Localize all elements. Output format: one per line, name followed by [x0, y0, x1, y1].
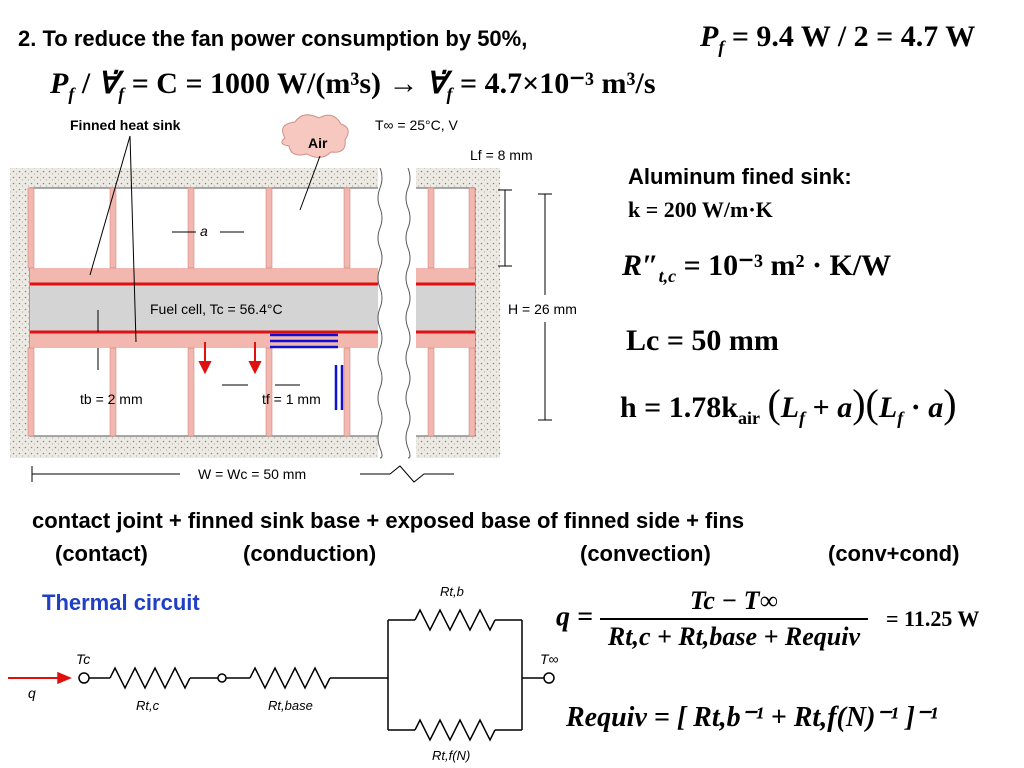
- fuel-cell-label: Fuel cell, Tc = 56.4°C: [150, 301, 283, 317]
- flow-ratio-rhs: = C = 1000 W/(m³s): [131, 67, 381, 100]
- mode-conduction: (conduction): [243, 541, 377, 566]
- pf-equation-rhs: = 9.4 W / 2 = 4.7 W: [731, 20, 976, 53]
- circuit-rtf-label: Rt,f(N): [432, 748, 470, 763]
- mode-convection: (convection): [580, 541, 711, 566]
- circuit-tinf-label: T∞: [540, 651, 559, 667]
- flow-vf-rhs: = 4.7×10⁻³ m³/s: [460, 67, 656, 100]
- circuit-rtbase-label: Rt,base: [268, 698, 313, 713]
- resistor-rtb: [414, 608, 496, 632]
- h-label: H = 26 mm: [508, 301, 577, 317]
- thermal-circuit: q Tc T∞ Rt,c Rt,base Rt,b Rt,f(N): [8, 584, 559, 763]
- circuit-q-label: q: [28, 685, 36, 701]
- series-item-base: + finned sink base: [168, 508, 361, 533]
- air-label: Air: [308, 135, 328, 151]
- step-text: 2. To reduce the fan power consumption b…: [18, 26, 528, 51]
- q-eq-denominator: Rt,c + Rt,base + Requiv: [607, 622, 860, 651]
- h-equation: h = 1.78kair (Lf + a)(Lf · a): [620, 381, 957, 428]
- k-equation: k = 200 W/m·K: [628, 197, 773, 222]
- finned-label: Finned heat sink: [70, 117, 181, 133]
- circuit-rtc-label: Rt,c: [136, 698, 160, 713]
- flow-arrow: →: [388, 67, 419, 100]
- q-eq-numerator: Tc − T∞: [599, 586, 868, 620]
- q-equation: q = Tc − T∞ Rt,c + Rt,base + Requiv: [556, 586, 868, 652]
- a-label: a: [200, 223, 208, 239]
- series-item-fins: + exposed base of finned side + fins: [366, 508, 745, 533]
- tb-label: tb = 2 mm: [80, 391, 143, 407]
- q-eq-lhs: q =: [556, 601, 593, 633]
- resistor-rtc: [109, 666, 191, 690]
- rtc-equation: R″t,c = 10⁻³ m² · K/W: [622, 249, 892, 286]
- mode-conv-cond: (conv+cond): [828, 541, 960, 566]
- top-base-plate: [30, 268, 475, 284]
- series-item-contact: contact joint: [32, 508, 163, 533]
- resistor-rtbase: [249, 666, 331, 690]
- air-cloud: [281, 114, 349, 158]
- q-eq-result: = 11.25 W: [886, 606, 980, 631]
- rtc-equation-rhs: = 10⁻³ m² · K/W: [683, 249, 892, 282]
- mode-contact: (contact): [55, 541, 148, 566]
- circuit-tc-label: Tc: [76, 651, 90, 667]
- top-fins: [27, 187, 476, 269]
- bottom-base-plate: [30, 332, 475, 348]
- thermal-circuit-title: Thermal circuit: [42, 590, 200, 615]
- lc-equation: Lc = 50 mm: [626, 324, 779, 357]
- bottom-fins: [27, 347, 476, 437]
- tf-label: tf = 1 mm: [262, 391, 321, 407]
- resistor-rtf: [414, 718, 496, 742]
- heat-sink-figure: Air Finned heat sink T∞ = 25°C, V Lf = 8…: [10, 114, 577, 483]
- heat-flow-arrows: [198, 342, 262, 375]
- h-equation-lhs: h = 1.78k: [620, 391, 738, 424]
- requiv-equation: Requiv = [ Rt,b⁻¹ + Rt,f(N)⁻¹ ]⁻¹: [566, 702, 939, 733]
- pf-equation: Pf = 9.4 W / 2 = 4.7 W: [700, 20, 976, 57]
- lf-label: Lf = 8 mm: [470, 147, 533, 163]
- flow-equation: Pf / ∀̇f = C = 1000 W/(m³s) → ∀̇f = 4.7×…: [50, 67, 656, 104]
- w-label: W = Wc = 50 mm: [198, 466, 306, 482]
- series-items-line: contact joint + finned sink base + expos…: [32, 508, 744, 534]
- tinf-label: T∞ = 25°C, V: [375, 117, 459, 133]
- aluminum-heading: Aluminum fined sink:: [628, 164, 852, 189]
- blue-markers: [270, 333, 344, 410]
- circuit-rtb-label: Rt,b: [440, 584, 464, 599]
